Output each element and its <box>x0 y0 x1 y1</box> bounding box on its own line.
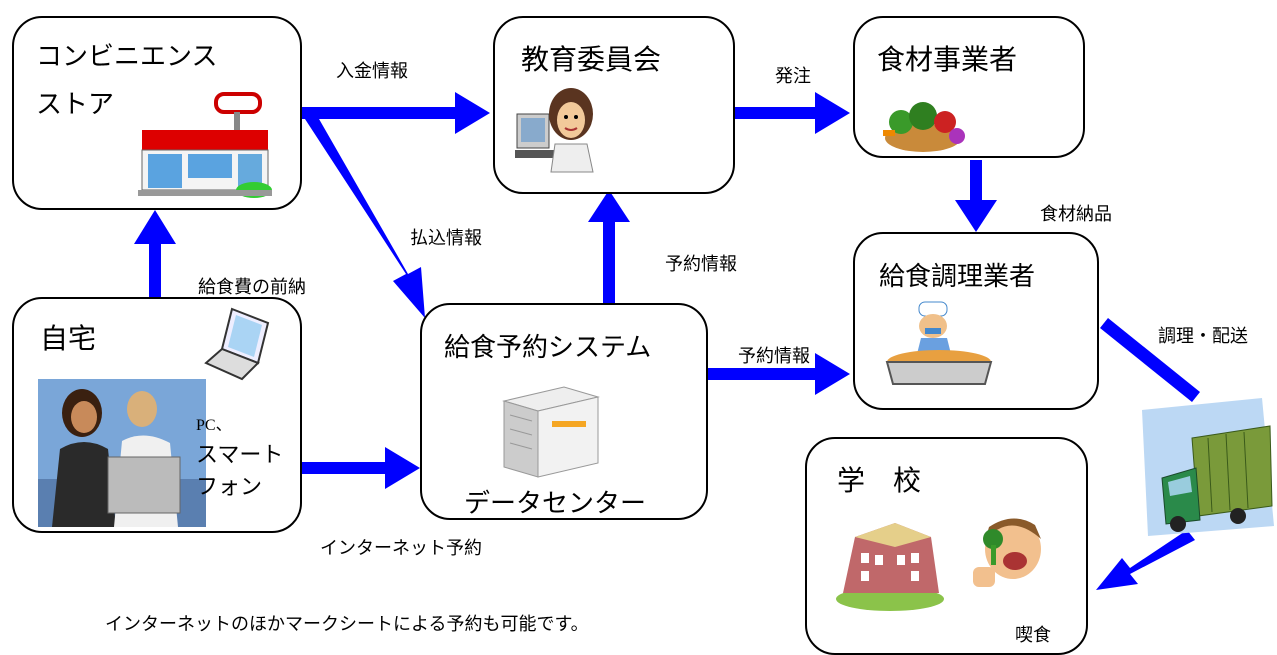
convenience-store-title-line1: コンビニエンス <box>36 42 218 72</box>
reservation-info-up-label: 予約情報 <box>665 254 737 275</box>
arrow-home-to-system <box>302 447 420 489</box>
internet-reservation-label: インターネット予約 <box>320 538 482 559</box>
device-label-line1: PC、 <box>196 417 232 434</box>
deposit-info-label: 払込情報 <box>410 228 482 249</box>
school-title: 学 校 <box>837 464 922 497</box>
board-of-education-title: 教育委員会 <box>521 43 662 76</box>
arrow-board-to-supplier <box>735 92 850 134</box>
arrow-caterer-to-truck <box>1100 318 1200 402</box>
arrow-store-to-system <box>305 112 425 318</box>
server-icon <box>502 386 600 478</box>
prepayment-label: 給食費の前納 <box>198 277 306 298</box>
data-center-label: データセンター <box>464 489 647 519</box>
board-of-education-node: 教育委員会 <box>493 16 735 194</box>
order-label: 発注 <box>775 66 811 87</box>
food-supplier-node: 食材事業者 <box>853 16 1085 158</box>
convenience-store-title-line2: ストア <box>36 90 115 120</box>
delivery-truck-icon <box>1142 398 1274 536</box>
arrow-home-to-store <box>134 210 176 300</box>
arrow-truck-to-school <box>1096 530 1195 590</box>
food-supplier-title: 食材事業者 <box>877 43 1018 76</box>
arrow-supplier-to-caterer <box>955 160 997 232</box>
payment-info-label: 入金情報 <box>336 61 408 82</box>
convenience-store-node: コンビニエンス ストア <box>12 16 302 210</box>
caterer-title: 給食調理業者 <box>879 262 1036 292</box>
cooking-delivery-label: 調理・配送 <box>1158 326 1248 347</box>
home-node: 自宅 PC、 スマート フォン <box>12 297 302 533</box>
school-building-icon <box>836 523 944 611</box>
eating-label: 喫食 <box>1015 625 1051 646</box>
device-label-line2: スマート <box>196 443 284 468</box>
child-eating-icon <box>973 518 1041 587</box>
reservation-info-right-label: 予約情報 <box>738 346 810 367</box>
store-icon <box>138 92 272 198</box>
arrow-system-to-board <box>588 190 630 303</box>
food-delivery-label: 食材納品 <box>1040 204 1112 225</box>
cooking-icon <box>885 301 993 385</box>
device-label-line3: フォン <box>196 475 263 500</box>
reservation-system-node: 給食予約システム データセンター <box>420 303 708 520</box>
home-title: 自宅 <box>40 322 97 355</box>
arrow-store-to-board <box>300 92 490 134</box>
people-at-computer-icon <box>38 379 206 527</box>
laptop-icon <box>204 307 270 381</box>
footnote: インターネットのほかマークシートによる予約も可能です。 <box>105 614 589 635</box>
office-worker-icon <box>515 88 594 173</box>
reservation-system-title: 給食予約システム <box>444 333 652 363</box>
school-node: 学 校 喫食 <box>805 437 1088 655</box>
arrow-system-to-caterer <box>708 353 850 395</box>
caterer-node: 給食調理業者 <box>853 232 1099 410</box>
vegetables-icon <box>883 102 965 152</box>
